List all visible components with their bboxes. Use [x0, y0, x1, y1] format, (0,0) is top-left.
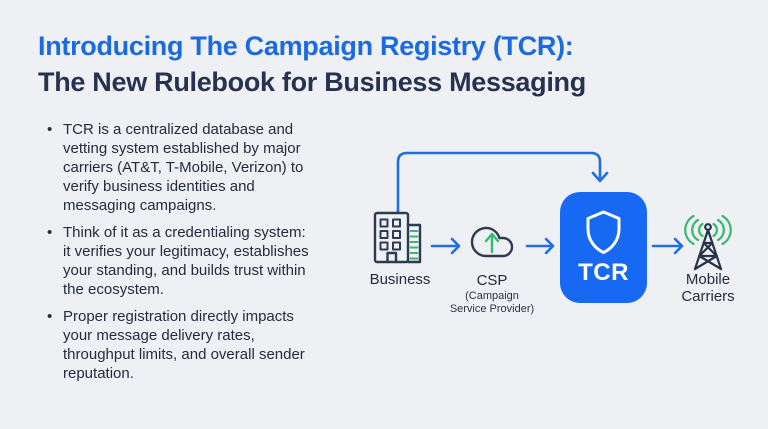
- flow-arrow: [430, 237, 461, 255]
- page-title: Introducing The Campaign Registry (TCR):…: [38, 28, 586, 100]
- tcr-label: TCR: [578, 259, 629, 286]
- shield-icon: [586, 210, 621, 254]
- radio-tower-icon: [684, 214, 732, 271]
- bypass-arrow: [396, 151, 609, 214]
- bullet-list: TCR is a centralized database and vettin…: [46, 120, 376, 391]
- mobile-carriers-label: Mobile Carriers: [681, 271, 735, 305]
- title-line-1: Introducing The Campaign Registry (TCR):: [38, 31, 574, 61]
- business-label: Business: [369, 271, 431, 288]
- title-line-2: The New Rulebook for Business Messaging: [38, 67, 586, 97]
- list-item: Think of it as a credentialing system: i…: [46, 223, 376, 299]
- csp-sublabel: (Campaign Service Provider): [449, 290, 535, 315]
- up-arrow-icon: [484, 232, 500, 254]
- flow-arrow: [651, 237, 684, 255]
- signal-waves-icon: [684, 214, 732, 246]
- list-item: Proper registration directly impacts you…: [46, 307, 376, 383]
- csp-label: CSP: [476, 272, 508, 289]
- bullet-text: TCR is a centralized database and vettin…: [63, 121, 304, 214]
- office-building-icon: [373, 211, 422, 264]
- flow-diagram: TCR: [373, 151, 732, 303]
- flow-arrow: [525, 237, 555, 255]
- bullet-text: Think of it as a credentialing system: i…: [63, 224, 309, 298]
- bullet-text: Proper registration directly impacts you…: [63, 308, 305, 382]
- cloud-upload-icon: [470, 226, 514, 258]
- list-item: TCR is a centralized database and vettin…: [46, 120, 376, 215]
- tcr-box: TCR: [560, 192, 647, 303]
